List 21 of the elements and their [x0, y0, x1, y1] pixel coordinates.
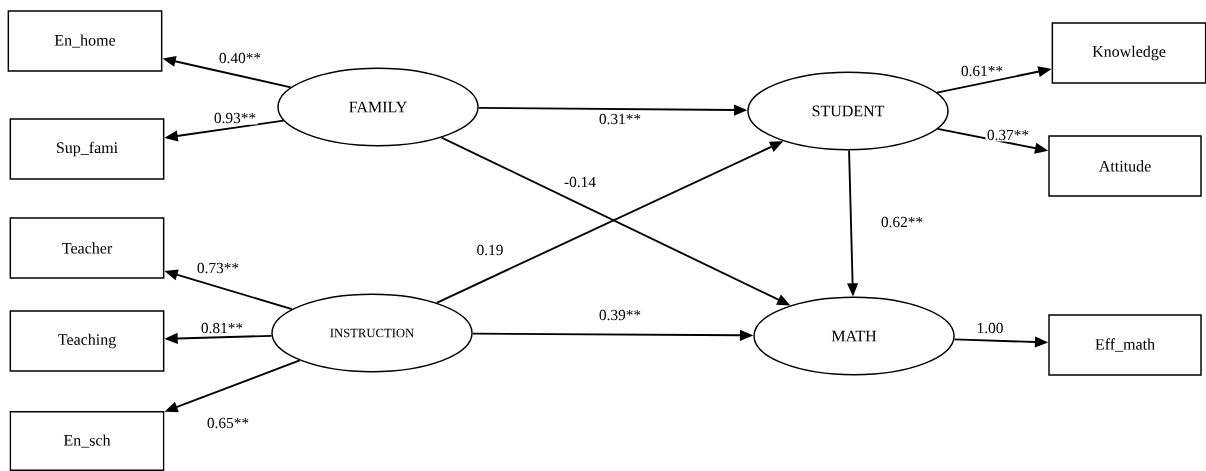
edge-label: 0.40** — [217, 51, 263, 65]
edge-label: -0.14 — [562, 175, 598, 189]
indicator-box: En_sch — [9, 410, 165, 471]
indicator-box: Teaching — [9, 310, 165, 372]
indicator-box: Attitude — [1048, 135, 1202, 197]
indicator-box: En_home — [7, 10, 163, 72]
indicator-box: Sup_fami — [9, 118, 165, 180]
indicator-box: Knowledge — [1051, 22, 1206, 84]
edge-label: 0.81** — [199, 321, 245, 335]
edge-label: 0.65** — [205, 416, 251, 430]
edge-label: 0.19 — [475, 243, 505, 257]
edge-label: 0.39** — [597, 308, 643, 322]
edge-label: 0.62** — [879, 215, 925, 229]
edge-label: 0.61** — [959, 64, 1005, 78]
indicator-box: Teacher — [9, 217, 165, 279]
edge-label: 0.93** — [212, 111, 258, 125]
edge-label: 1.00 — [975, 321, 1005, 335]
edge-label: 0.37** — [985, 128, 1031, 142]
edge-label: 0.31** — [597, 112, 643, 126]
indicator-box: Eff_math — [1048, 314, 1202, 376]
edge-label: 0.73** — [195, 261, 241, 275]
